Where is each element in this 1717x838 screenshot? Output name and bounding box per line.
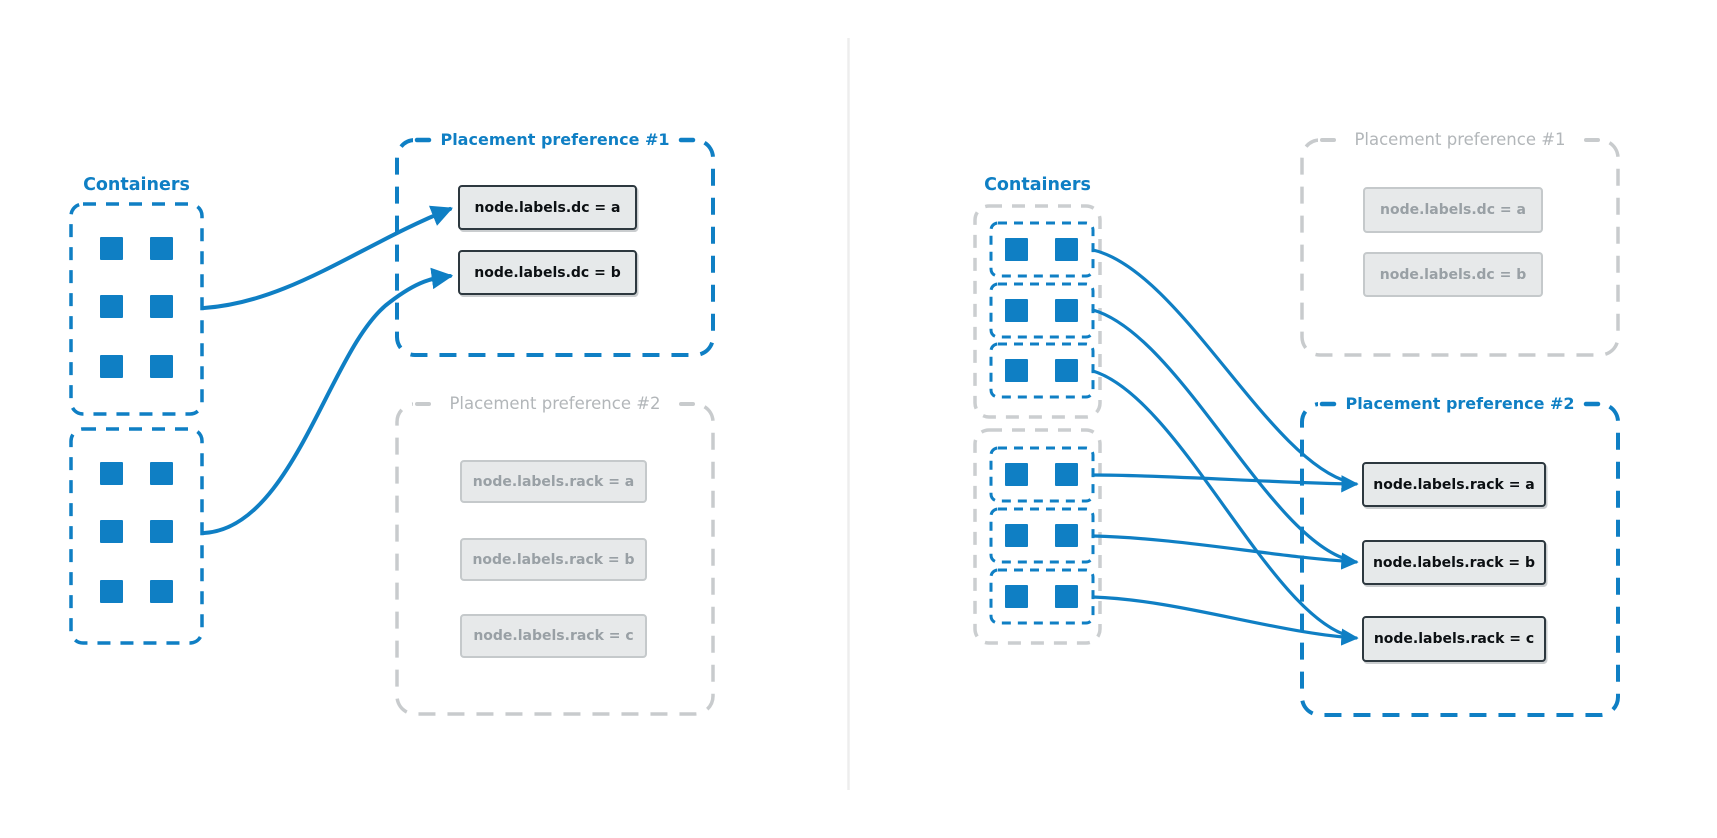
arrow-sub2-to-rack-b (1091, 308, 1351, 562)
pref1-title-right: Placement preference #1 (1354, 130, 1566, 149)
container-group-box (973, 204, 1102, 419)
left-container-groups (69, 202, 204, 645)
node-label-dc-b-left: node.labels.dc = b (458, 250, 637, 295)
node-label-rack-c-left: node.labels.rack = c (460, 614, 647, 658)
arrow-groupB-to-dc-b (202, 267, 454, 535)
container-square (1005, 585, 1028, 608)
container-square (150, 355, 173, 378)
container-square (1005, 524, 1028, 547)
arrow-groupA-to-dc-a (202, 205, 454, 310)
containers-label-left: Containers (83, 175, 190, 195)
container-square (1055, 359, 1078, 382)
container-square (150, 237, 173, 260)
right-pref1-box (1300, 133, 1620, 357)
pref2-title-left: Placement preference #2 (449, 394, 661, 413)
container-group-box (69, 427, 204, 645)
arrow-sub4-to-rack-a (1091, 473, 1359, 493)
container-square (150, 462, 173, 485)
container-square (100, 295, 123, 318)
pref1-title-left: Placement preference #1 (440, 130, 670, 149)
pref2-title-right: Placement preference #2 (1345, 394, 1575, 413)
container-group-box (69, 202, 204, 416)
container-square (1005, 238, 1028, 261)
container-square (1055, 299, 1078, 322)
right-pref2-box (1300, 397, 1620, 717)
placement-arrows (202, 205, 1359, 646)
node-label-dc-b-right: node.labels.dc = b (1363, 252, 1543, 297)
container-square (1005, 463, 1028, 486)
containers-label-right: Containers (984, 175, 1091, 195)
container-square (1055, 524, 1078, 547)
container-square (150, 520, 173, 543)
container-square (150, 580, 173, 603)
arrow-sub3-to-rack-c (1091, 369, 1351, 638)
container-square (1055, 463, 1078, 486)
node-label-dc-a-right: node.labels.dc = a (1363, 187, 1543, 233)
left-pref1-box (395, 133, 715, 357)
left-pref2-box (395, 397, 715, 716)
node-label-rack-a-right: node.labels.rack = a (1362, 462, 1546, 507)
arrow-sub1-to-rack-a (1091, 248, 1351, 484)
container-square (100, 580, 123, 603)
container-square (1055, 585, 1078, 608)
node-label-rack-b-right: node.labels.rack = b (1362, 540, 1546, 585)
node-label-rack-b-left: node.labels.rack = b (460, 538, 647, 581)
node-label-rack-c-right: node.labels.rack = c (1362, 616, 1546, 662)
node-label-rack-a-left: node.labels.rack = a (460, 460, 647, 503)
container-square (100, 355, 123, 378)
container-square (100, 520, 123, 543)
container-group-box (973, 428, 1102, 645)
container-square (100, 462, 123, 485)
arrow-sub5-to-rack-b (1091, 534, 1359, 570)
arrow-sub6-to-rack-c (1091, 595, 1359, 646)
right-container-groups (973, 204, 1102, 645)
container-square (100, 237, 123, 260)
container-square (150, 295, 173, 318)
container-square (1005, 359, 1028, 382)
node-label-dc-a-left: node.labels.dc = a (458, 185, 637, 230)
container-square (1005, 299, 1028, 322)
container-square (1055, 238, 1078, 261)
